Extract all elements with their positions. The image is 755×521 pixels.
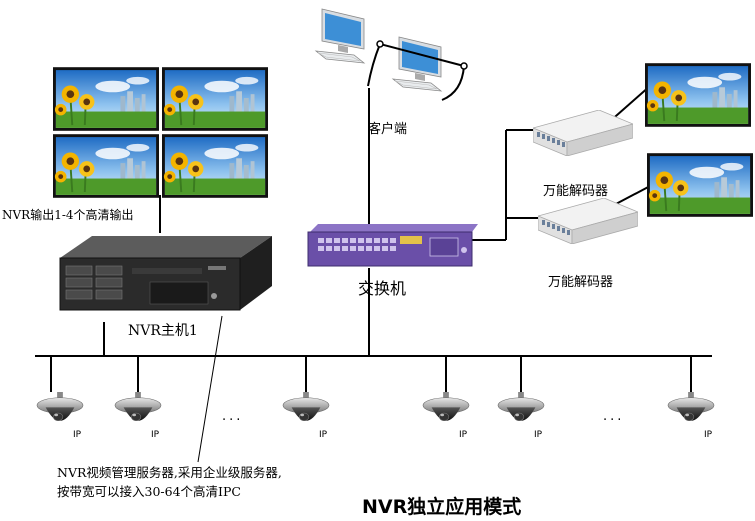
client-pc-1 bbox=[315, 8, 365, 64]
diagram-title: NVR独立应用模式 bbox=[362, 496, 522, 518]
client-label: 客户端 bbox=[368, 122, 408, 137]
ip-tag: IP bbox=[73, 430, 82, 440]
ip-camera: IP bbox=[36, 392, 84, 440]
wall-monitor-3 bbox=[53, 133, 159, 199]
decoder-1-label: 万能解码器 bbox=[543, 184, 609, 199]
decoder-monitor-2 bbox=[647, 152, 753, 218]
ip-camera: IP bbox=[667, 392, 715, 440]
wall-monitor-4 bbox=[162, 133, 268, 199]
decoder-2 bbox=[538, 198, 638, 244]
nvr-description: NVR视频管理服务器,采用企业级服务器,按带宽可以接入30-64个高清IPC bbox=[57, 465, 282, 499]
ip-camera: IP bbox=[497, 392, 545, 440]
more-cameras-ellipsis: ... bbox=[603, 409, 625, 424]
decoder-2-label: 万能解码器 bbox=[548, 275, 614, 290]
switch-label: 交换机 bbox=[358, 279, 407, 298]
ip-camera: IP bbox=[114, 392, 162, 440]
uplinks bbox=[159, 85, 653, 241]
nvr-host-server bbox=[59, 236, 272, 311]
ip-tag: IP bbox=[151, 430, 160, 440]
decoder-1 bbox=[533, 110, 633, 156]
ip-camera: IP bbox=[282, 392, 330, 440]
nvr-host-label: NVR主机1 bbox=[128, 323, 198, 339]
ip-cameras: IP IP IP IP IP IP bbox=[36, 392, 715, 440]
switch-device bbox=[307, 224, 478, 267]
wall-monitor-2 bbox=[162, 66, 268, 132]
video-wall bbox=[53, 66, 268, 199]
ip-tag: IP bbox=[704, 430, 713, 440]
client-pcs bbox=[315, 8, 468, 101]
decoder-monitor-1 bbox=[645, 62, 751, 128]
nvr-output-label: NVR输出1-4个高清输出 bbox=[2, 208, 134, 222]
client-pc-2 bbox=[392, 36, 442, 92]
host-description-leader bbox=[197, 315, 223, 463]
ip-tag: IP bbox=[534, 430, 543, 440]
wall-monitor-1 bbox=[53, 66, 159, 132]
ip-camera: IP bbox=[422, 392, 470, 440]
ip-tag: IP bbox=[319, 430, 328, 440]
ip-tag: IP bbox=[459, 430, 468, 440]
camera-bus bbox=[35, 268, 712, 392]
more-cameras-ellipsis: ... bbox=[222, 409, 244, 424]
